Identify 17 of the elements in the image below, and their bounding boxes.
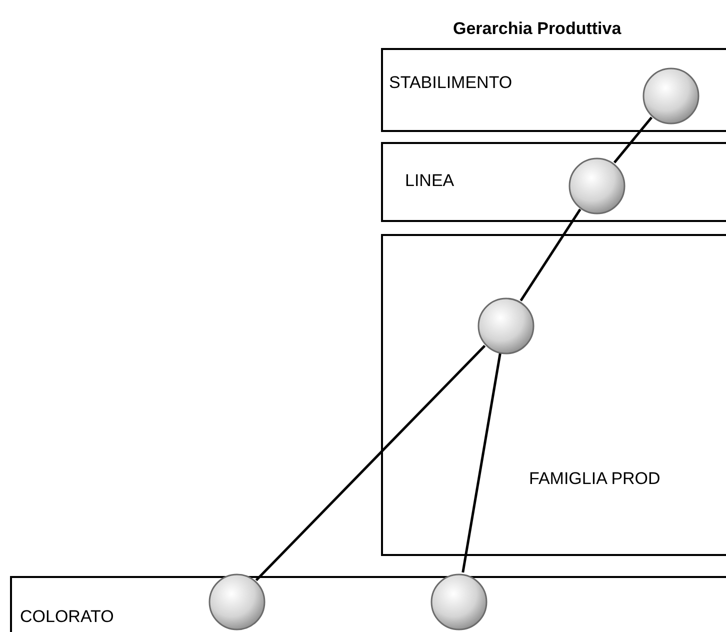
level-label: LINEA [405,170,454,192]
level-box [381,142,726,222]
circle-node [208,573,266,631]
circle-node [477,297,535,355]
connector-line [613,116,653,164]
diagram-title: Gerarchia Produttiva [453,18,622,40]
level-box [381,48,726,132]
connector-line [462,353,502,573]
level-box [381,234,726,556]
circle-node [430,573,488,631]
circle-node [642,67,700,125]
connector-line [255,344,486,582]
connector-line [520,208,582,302]
level-label: COLORATO [20,606,114,628]
level-label: STABILIMENTO [389,72,512,94]
level-label: FAMIGLIA PROD [529,468,660,490]
circle-node [568,157,626,215]
